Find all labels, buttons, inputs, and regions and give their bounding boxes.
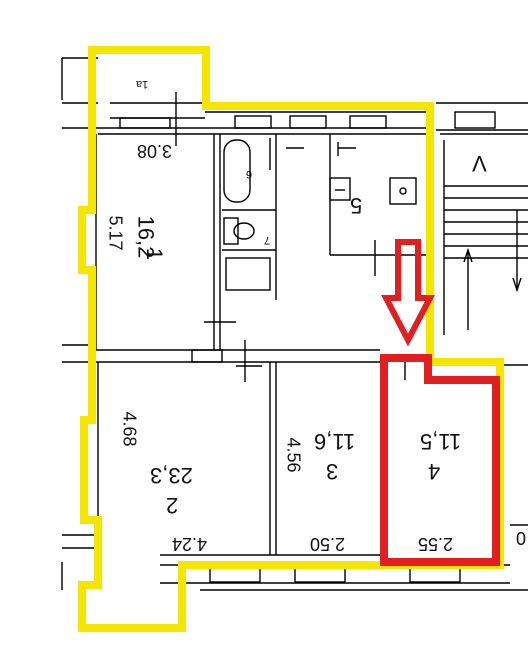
- room-2-dim-length: 4.68: [119, 411, 140, 447]
- room-3-number: 3: [326, 459, 339, 484]
- room-5-number: 5: [350, 193, 363, 218]
- arrow-indicator: [381, 239, 435, 347]
- room-1-dim-width: 3.08: [137, 141, 173, 161]
- room-4-number: 4: [428, 459, 441, 484]
- room-2-area: 23,3: [150, 463, 193, 488]
- room-3-dim-length: 4.56: [283, 437, 304, 473]
- room-7-number: 7: [264, 234, 271, 246]
- apartment-outline: [78, 46, 504, 632]
- room-1-number: 1: [142, 247, 168, 261]
- walls: [61, 57, 528, 591]
- room-3-dim-width: 2.50: [310, 534, 346, 554]
- room-4-area: 11,5: [420, 429, 462, 454]
- room-4-dim-width: 2.55: [418, 534, 454, 554]
- room-1a-number: 1a: [136, 78, 149, 90]
- room-2-number: 2: [166, 493, 179, 518]
- stairwell-label: V: [472, 151, 487, 176]
- room-2-dim-width: 4.24: [172, 534, 208, 554]
- room-3-area: 11,6: [314, 429, 356, 454]
- room-4-outline: [380, 354, 500, 566]
- edge-label: 0: [516, 529, 527, 549]
- room-6-number: 6: [246, 168, 253, 180]
- room-1-dim-length: 5.17: [105, 215, 126, 251]
